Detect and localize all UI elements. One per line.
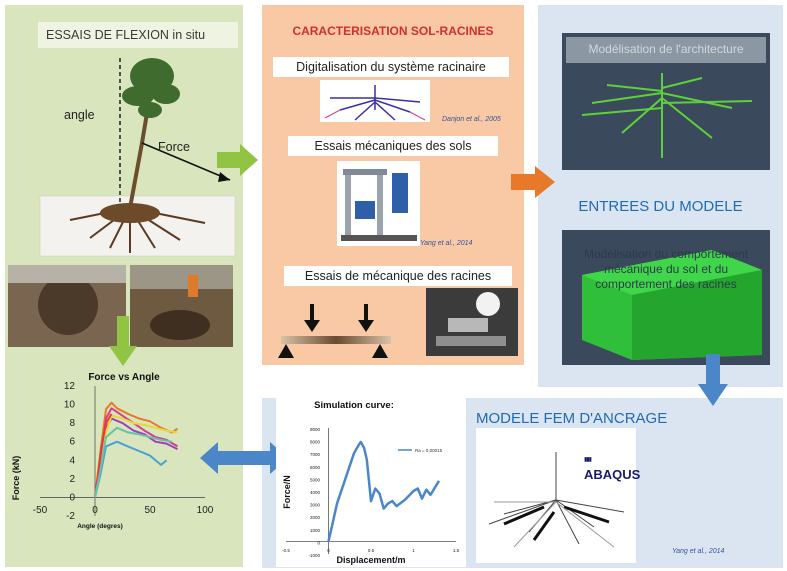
sim-x-axis-label: Displacement/m (336, 555, 405, 565)
force-arrow-head (218, 172, 230, 182)
y-tick-label: -1000 (308, 553, 320, 558)
y-tick-label: 2 (69, 474, 75, 485)
y-tick-label: 8000 (310, 440, 321, 445)
load-arrow-left (304, 320, 320, 332)
y-tick-label: 3000 (310, 503, 321, 508)
abaqus-text: ABAQUS (584, 467, 641, 482)
x-tick-label: 50 (144, 505, 156, 516)
sim-y-axis-label: Force/N (282, 475, 292, 509)
architecture-label: Modélisation de l'architecture (588, 42, 744, 56)
sim-legend-label: Ra = 0,00015 (415, 448, 443, 453)
y-tick-label: 8 (69, 418, 75, 429)
y-tick-label: 6 (69, 437, 75, 448)
y-tick-label: 4 (69, 455, 75, 466)
series-line-4 (94, 414, 178, 498)
y-tick-label: 4000 (310, 490, 321, 495)
x-tick-label: 1.5 (453, 548, 460, 553)
y-tick-label: 9000 (310, 427, 321, 432)
yang-reference-fem: Yang et al., 2014 (672, 548, 725, 555)
soil-test-machine-photo (337, 161, 420, 246)
fem-root-model-image (488, 452, 625, 548)
blue-bidirectional-arrow (200, 442, 288, 474)
support-right (372, 344, 388, 358)
green-down-arrow (109, 316, 137, 366)
load-arrow-right (358, 320, 374, 332)
y-tick-label: 2000 (310, 515, 321, 520)
bending-test-diagram (278, 304, 391, 358)
blue-down-arrow (698, 354, 728, 406)
soil-block-model-image (562, 230, 770, 365)
y-tick-label: 7000 (310, 452, 321, 457)
series-line-7 (94, 426, 173, 498)
sim-chart-title: Simulation curve: (314, 400, 394, 411)
y-tick-label: 5000 (310, 477, 321, 482)
simulation-curve-chart: Simulation curve: Force/N Displacement/m… (276, 392, 466, 567)
yang-reference-soil: Yang et al., 2014 (420, 240, 473, 247)
entrees-title: ENTREES DU MODELE (578, 198, 743, 215)
x-tick-label: 0 (327, 548, 330, 553)
y-tick-label: 6000 (310, 465, 321, 470)
y-tick-label: 12 (64, 381, 76, 392)
root-test-photo (426, 288, 518, 356)
x-tick-label: 0 (92, 505, 98, 516)
chart-title: Force vs Angle (88, 372, 160, 383)
orange-right-arrow (511, 166, 555, 198)
y-tick-label: 0 (317, 540, 320, 545)
step-soil-tests: Essais mécaniques des sols (288, 136, 498, 156)
force-angle-chart: Force vs Angle Force (kN) Angle (degres)… (11, 372, 214, 530)
x-tick-label: 1 (412, 548, 415, 553)
x-tick-label: 0.5 (368, 548, 375, 553)
y-axis-label: Force (kN) (11, 456, 21, 501)
y-tick-label: 0 (69, 492, 75, 503)
angle-label: angle (64, 108, 95, 122)
behaviour-label: Modélisation du comportement mécanique d… (583, 247, 749, 291)
step-digitalisation: Digitalisation du système racinaire (273, 57, 509, 77)
caracterisation-title: CARACTERISATION SOL-RACINES (292, 24, 494, 38)
danjon-reference: Danjon et al., 2005 (442, 116, 501, 123)
architecture-model-image (562, 33, 770, 170)
abaqus-logo: ▮▮▮ ABAQUS (584, 448, 640, 482)
field-test-photo (130, 265, 233, 347)
y-tick-label: 10 (64, 400, 76, 411)
y-tick-label: 1000 (310, 528, 321, 533)
flexion-title: ESSAIS DE FLEXION in situ (38, 22, 238, 48)
x-tick-label: -50 (33, 505, 48, 516)
root-architecture-mesh (581, 73, 753, 158)
step-root-tests: Essais de mécanique des racines (284, 266, 512, 286)
pine-crown-icon (122, 58, 180, 118)
fem-title: MODELE FEM D'ANCRAGE (476, 410, 668, 427)
x-tick-label: 100 (197, 505, 214, 516)
support-left (278, 344, 294, 358)
green-right-arrow (217, 144, 258, 176)
series-line-1 (327, 440, 441, 542)
force-label: Force (158, 140, 190, 154)
y-tick-label: -2 (66, 511, 75, 522)
tree-bending-illustration (39, 58, 236, 257)
root-digitalisation-image (320, 80, 430, 122)
x-axis-label: Angle (degres) (77, 523, 123, 530)
abaqus-mark-icon: ▮▮▮ (584, 457, 592, 463)
uprooted-tree-photo (8, 265, 126, 347)
series-line-5 (94, 440, 168, 498)
x-tick-label: -0.5 (282, 548, 290, 553)
